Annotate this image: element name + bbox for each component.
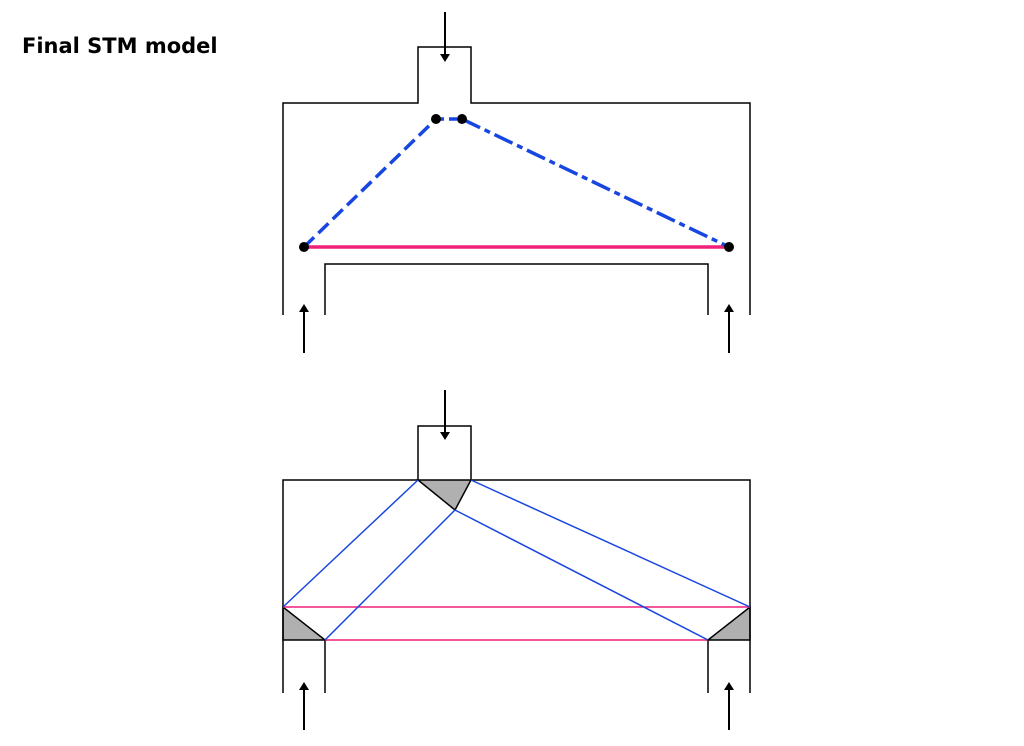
stm-idealized-model [282, 12, 751, 353]
beam-outline-bottom [282, 425, 751, 693]
beam-soffit-recess [324, 263, 709, 315]
nodal-zone-right [705, 605, 751, 641]
strut-right [461, 117, 730, 249]
node-load-left [431, 114, 441, 124]
node-right-support [724, 242, 734, 252]
node-left-support [299, 242, 309, 252]
strut-band-right-outer [470, 479, 751, 608]
beam-outline-top [282, 46, 751, 315]
page-title: Final STM model [22, 34, 218, 58]
nodal-zone-top [415, 479, 473, 512]
nodal-zone-left [282, 605, 328, 641]
node-load-right [457, 114, 467, 124]
strut-left [302, 117, 438, 249]
strut-band-right-inner [454, 509, 709, 641]
strut-band-left-inner [324, 509, 456, 641]
stm-dimensioned-model [282, 390, 751, 730]
strut-band-left-outer [282, 479, 419, 608]
